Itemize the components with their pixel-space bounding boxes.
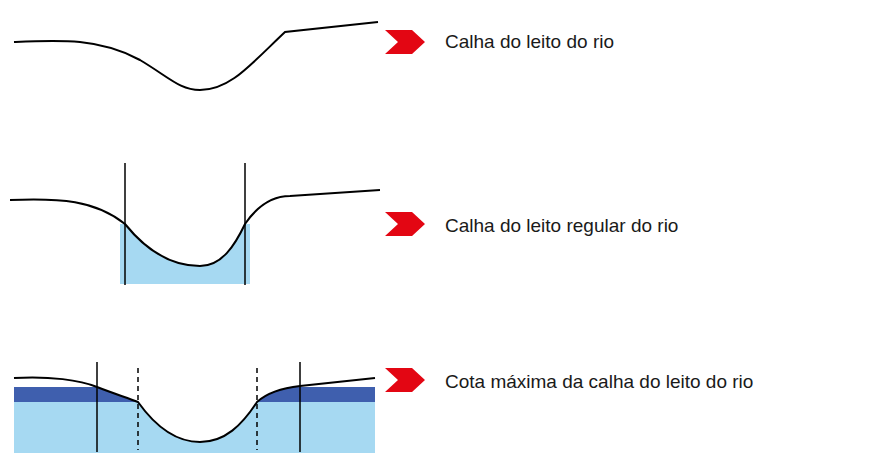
riverbed-profile bbox=[14, 22, 378, 90]
regular-bank-dashed bbox=[256, 368, 258, 450]
section-label: Calha do leito regular do rio bbox=[445, 215, 678, 238]
regular-bank-dashed bbox=[137, 368, 139, 450]
section-label: Calha do leito do rio bbox=[445, 31, 614, 54]
red-chevron bbox=[385, 368, 425, 392]
bank-line bbox=[244, 163, 246, 285]
riverbed-profile bbox=[14, 377, 375, 442]
bank-line bbox=[124, 163, 126, 285]
red-chevron bbox=[385, 212, 425, 236]
section-label: Cota máxima da calha do leito do rio bbox=[445, 371, 753, 394]
bank-line bbox=[96, 362, 98, 452]
bank-line bbox=[299, 362, 301, 452]
regular-water bbox=[14, 402, 375, 453]
riverbed-profile bbox=[10, 190, 380, 266]
red-chevron bbox=[385, 30, 425, 54]
regular-water bbox=[120, 224, 250, 284]
flood-water bbox=[14, 387, 375, 453]
